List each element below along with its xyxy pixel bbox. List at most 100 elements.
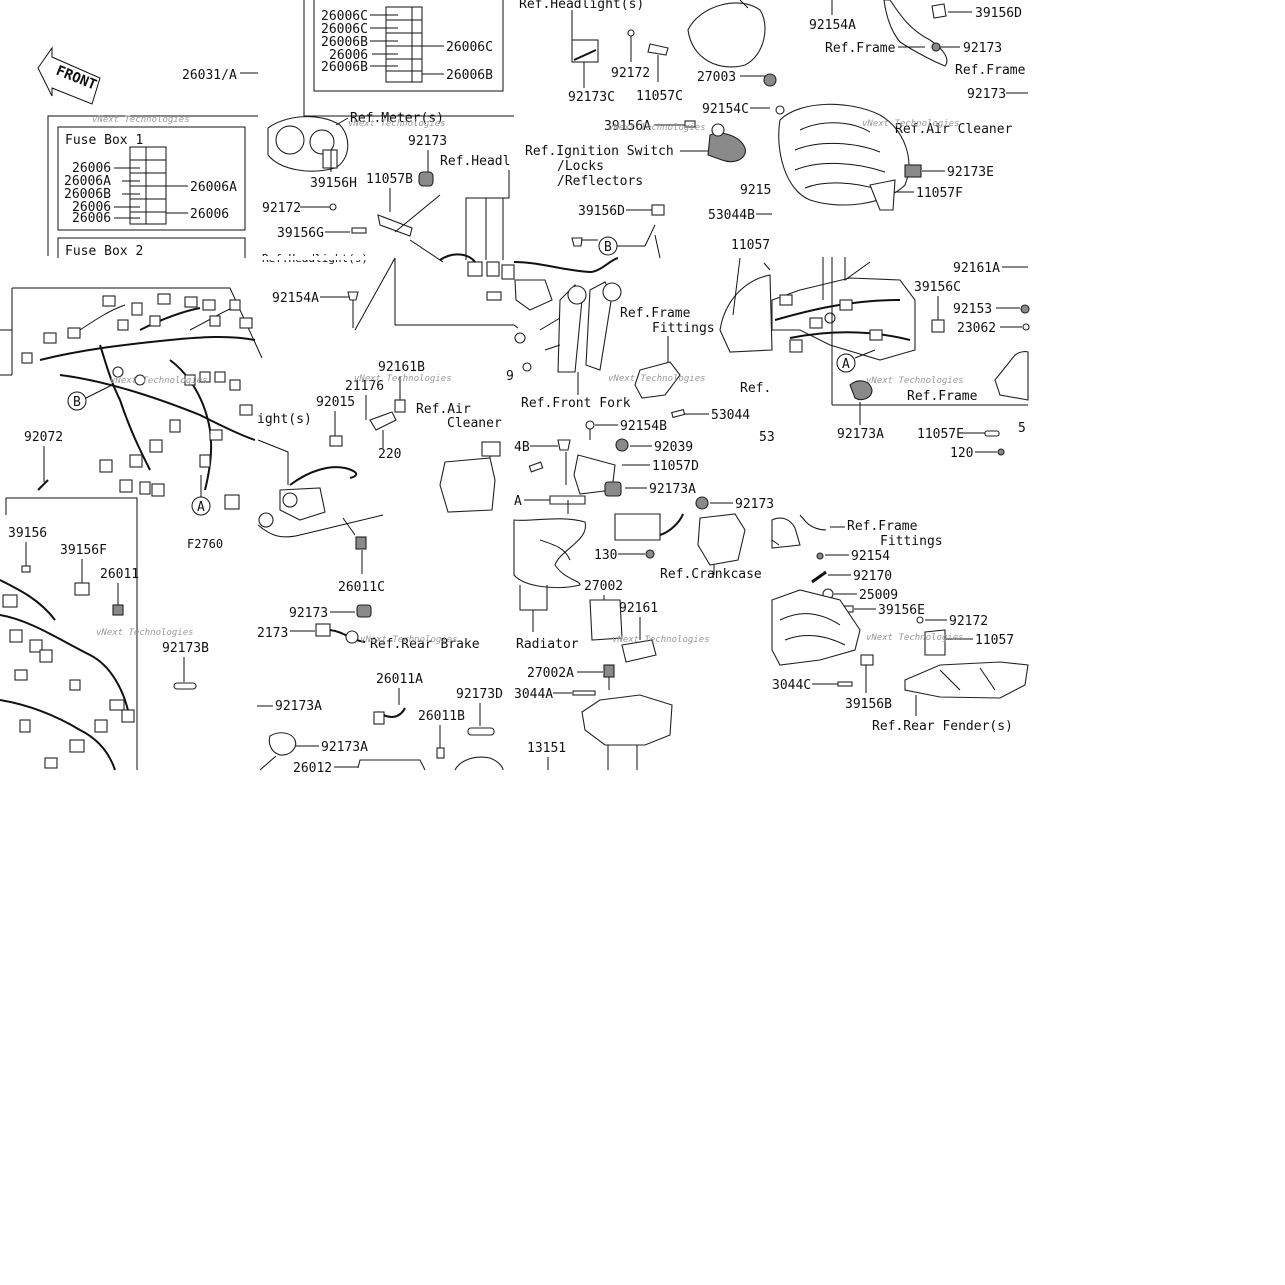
part-92154b: 92154B — [620, 419, 667, 434]
part-11057b: 11057B — [366, 172, 413, 187]
part-92161a: 92161A — [953, 261, 1000, 276]
part-53-frag: 53 — [759, 430, 775, 445]
part-130: 130 — [594, 548, 617, 563]
fuse-box-1-side: 26006A — [190, 180, 237, 195]
figure-code: F2760 — [187, 537, 223, 551]
callout-a-label: A — [197, 500, 205, 515]
part-26011c: 26011C — [338, 580, 385, 595]
fuse-box-2-row: 26006C — [321, 22, 368, 37]
part-3044a: 3044A — [514, 687, 553, 702]
ref-frame-fittings-r2: Fittings — [880, 534, 943, 549]
part-92161: 92161 — [619, 601, 658, 616]
ref-frame-r3: Ref.Frame — [907, 389, 978, 404]
part-11057e: 11057E — [917, 427, 964, 442]
harness-branch — [0, 579, 135, 771]
main-wiring-harness — [0, 287, 263, 510]
part-120: 120 — [950, 446, 973, 461]
fuse-box-2-row: 26006B — [321, 60, 368, 75]
part-92173e: 92173E — [947, 165, 994, 180]
watermark: vNext Technologies — [866, 376, 964, 386]
ref-frame-t2: Ref.Frame — [955, 63, 1026, 78]
watermark: vNext Technologies — [354, 374, 452, 384]
part-26031a: 26031/A — [182, 68, 237, 83]
part-92173a-r: 92173A — [837, 427, 884, 442]
part-92161b: 92161B — [378, 360, 425, 375]
part-39156: 39156 — [8, 526, 47, 541]
part-11057f: 11057F — [916, 186, 963, 201]
ref-air-cleaner-1: Ref.Air — [416, 402, 471, 417]
part-9215-frag: 9215 — [740, 183, 771, 198]
part-220: 220 — [378, 447, 401, 462]
part-92172-t: 92172 — [611, 66, 650, 81]
watermark: vNext Technologies — [866, 633, 964, 643]
part-92153: 92153 — [953, 302, 992, 317]
part-92173b: 92173B — [162, 641, 209, 656]
ref-frame-fittings-r1: Ref.Frame — [847, 519, 918, 534]
part-2173: 2173 — [257, 626, 288, 641]
fuse-box-1-side: 26006 — [190, 207, 229, 222]
part-11057-frag: 11057 — [731, 238, 770, 253]
ref-rear-fender: Ref.Rear Fender(s) — [872, 719, 1013, 734]
part-26011: 26011 — [100, 567, 139, 582]
part-11057d: 11057D — [652, 459, 699, 474]
part-27002: 27002 — [584, 579, 623, 594]
part-9-frag: 9 — [506, 369, 514, 384]
ref-headlight-top: Ref.Headlight(s) — [519, 0, 644, 12]
watermark: vNext Technologies — [862, 119, 960, 129]
fuse-box-2-side: 26006C — [446, 40, 493, 55]
fuse-box-2-row: 26006 — [329, 48, 368, 63]
ref-air-cleaner-2: Cleaner — [447, 416, 502, 431]
fuse-box-1-row: 26006 — [72, 200, 111, 215]
fuse-box-1-row: 26006 — [72, 211, 111, 226]
part-26011b: 26011B — [418, 709, 465, 724]
part-92154a-t: 92154A — [809, 18, 856, 33]
ref-locks: /Locks — [557, 159, 604, 174]
watermark: vNext Technologies — [612, 635, 710, 645]
ref-frame-frag: Ref. — [740, 381, 771, 396]
part-23062: 23062 — [957, 321, 996, 336]
meter-assembly — [267, 116, 349, 172]
part-92173-m: 92173 — [408, 134, 447, 149]
part-92173-r: 92173 — [735, 497, 774, 512]
ref-frame-fittings-1: Ref.Frame — [620, 306, 691, 321]
part-39156a: 39156A — [604, 119, 651, 134]
watermark: vNext Technologies — [608, 123, 706, 133]
part-92173a-a: 92173A — [275, 699, 322, 714]
part-39156b: 39156B — [845, 697, 892, 712]
part-39156e: 39156E — [878, 603, 925, 618]
callout-a-label-2: A — [842, 357, 850, 372]
fuse-box-2-side: 26006B — [446, 68, 493, 83]
ref-frame-t1: Ref.Frame — [825, 41, 896, 56]
ref-radiator: Radiator — [516, 637, 579, 652]
part-92173-l: 92173 — [289, 606, 328, 621]
part-92172-r: 92172 — [949, 614, 988, 629]
part-21176: 21176 — [345, 379, 384, 394]
part-5-frag: 5 — [1018, 421, 1026, 436]
part-53044: 53044 — [711, 408, 750, 423]
part-39156c: 39156C — [914, 280, 961, 295]
part-39156f: 39156F — [60, 543, 107, 558]
fuse-box-2-title: Fuse Box 2 — [65, 244, 143, 259]
ref-reflectors: /Reflectors — [557, 174, 643, 189]
ref-air-cleaner-2: Ref.Air Cleaner — [895, 122, 1013, 137]
part-3044c: 3044C — [772, 678, 811, 693]
ref-headlight-mid: Ref.Headl — [440, 154, 510, 169]
rear-frame-harness — [771, 277, 916, 361]
part-53044b: 53044B — [708, 208, 755, 223]
part-26012: 26012 — [293, 761, 332, 776]
fuse-box-1-row: 26006A — [64, 174, 111, 189]
ref-frame-fittings-2: Fittings — [652, 321, 715, 336]
callout-a: A — [191, 475, 211, 516]
ref-ignition-switch: Ref.Ignition Switch — [525, 144, 674, 159]
part-92154c: 92154C — [702, 102, 749, 117]
part-26011a: 26011A — [376, 672, 423, 687]
fuse-box-2-row: 26006C — [321, 9, 368, 24]
part-39156h: 39156H — [310, 176, 357, 191]
part-92173d: 92173D — [456, 687, 503, 702]
part-27003: 27003 — [697, 70, 736, 85]
fuse-box-1: Fuse Box 1 26006 26006A 26006B 26006 260… — [57, 126, 246, 231]
part-92172-m: 92172 — [262, 201, 301, 216]
watermark: vNext Technologies — [110, 376, 208, 386]
watermark: vNext Technologies — [92, 115, 190, 125]
watermark: vNext Technologies — [360, 635, 458, 645]
